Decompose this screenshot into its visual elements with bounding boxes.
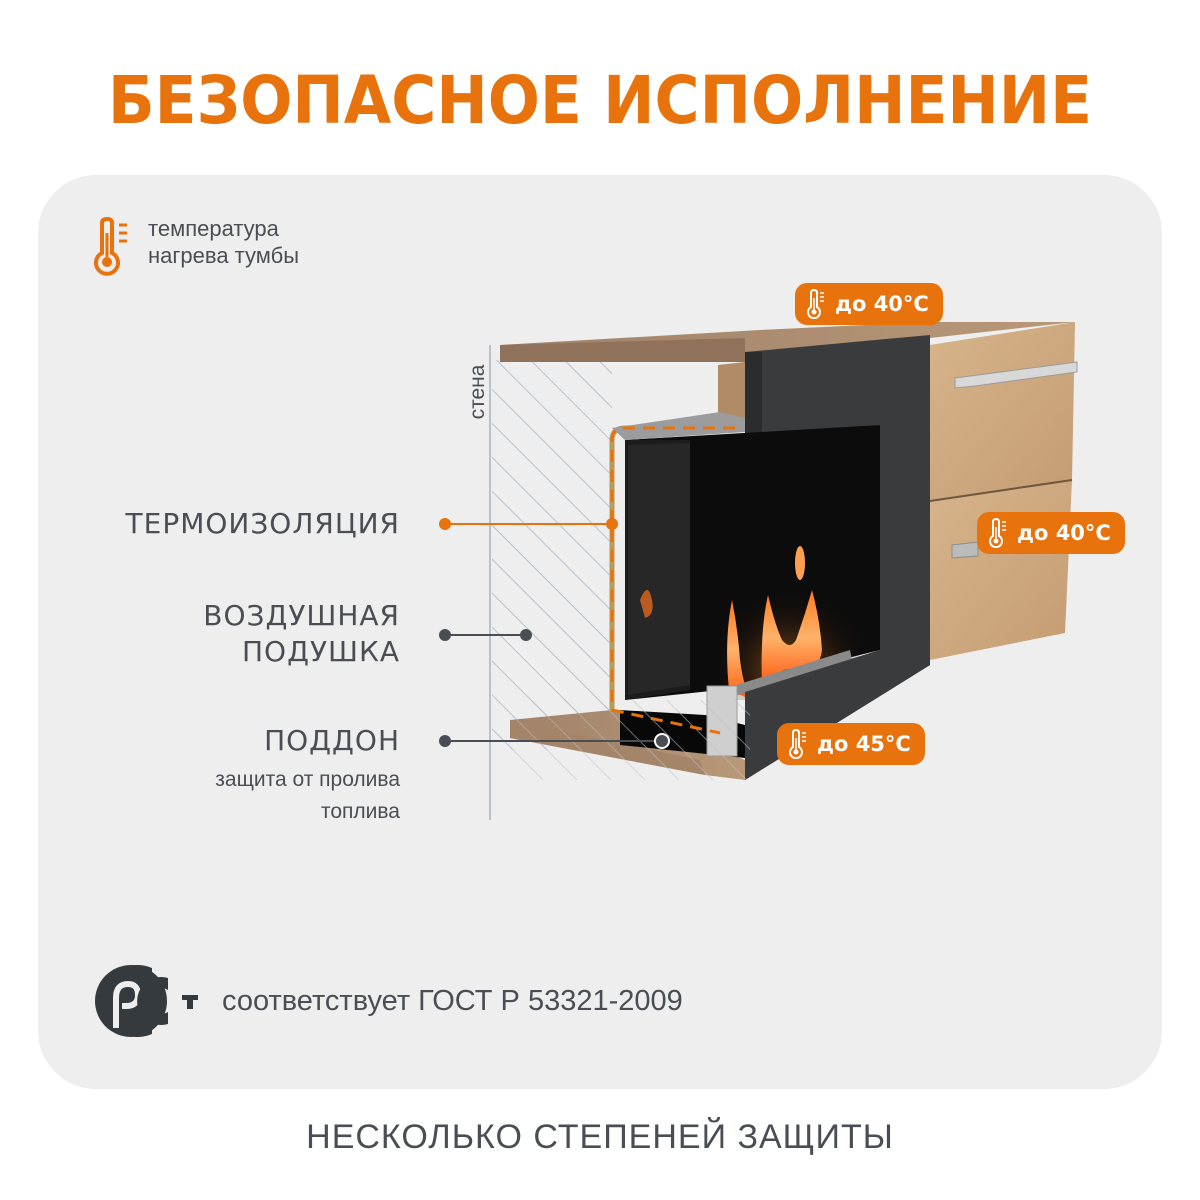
legend-text: температура нагрева тумбы	[148, 215, 299, 269]
drawer-handle-top	[954, 361, 1078, 389]
temp-badge-top: до 40°C	[795, 283, 943, 325]
temp-badge-top-text: до 40°C	[835, 292, 929, 316]
page-title: БЕЗОПАСНОЕ ИСПОЛНЕНИЕ	[107, 62, 1093, 139]
thermometer-icon	[989, 518, 1006, 548]
legend: температура нагрева тумбы	[92, 215, 299, 277]
temp-badge-drawer-text: до 40°C	[1017, 521, 1111, 545]
legend-line-1: температура	[148, 216, 279, 241]
footer-tagline: НЕСКОЛЬКО СТЕПЕНЕЙ ЗАЩИТЫ	[306, 1118, 894, 1156]
certification: соответствует ГОСТ Р 53321-2009	[92, 962, 683, 1040]
legend-line-2: нагрева тумбы	[148, 243, 300, 268]
temp-badge-bottom: до 45°C	[777, 723, 925, 765]
wall-label: стена	[466, 364, 489, 420]
callout-tray: ПОДДОН	[264, 724, 400, 757]
air-cushion-hatch	[492, 360, 612, 750]
drawer-handle-bottom	[951, 541, 979, 559]
callout-air-cushion-line1: ВОЗДУШНАЯ	[203, 599, 400, 632]
callout-tray-sub-line2: топлива	[320, 800, 400, 823]
rst-gost-logo	[95, 965, 198, 1037]
callout-thermal-insulation: ТЕРМОИЗОЛЯЦИЯ	[125, 507, 400, 540]
callout-tray-sub-line1: защита от пролива	[215, 768, 400, 791]
certification-text: соответствует ГОСТ Р 53321-2009	[222, 984, 683, 1017]
thermometer-icon	[94, 217, 127, 276]
temp-badge-drawer: до 40°C	[977, 512, 1125, 554]
thermometer-icon	[807, 289, 824, 319]
insulation-dashed-outline	[610, 426, 735, 735]
callout-air-cushion-line2: ПОДУШКА	[241, 635, 400, 668]
temp-badge-bottom-text: до 45°C	[817, 732, 911, 756]
thermometer-icon	[789, 729, 806, 759]
